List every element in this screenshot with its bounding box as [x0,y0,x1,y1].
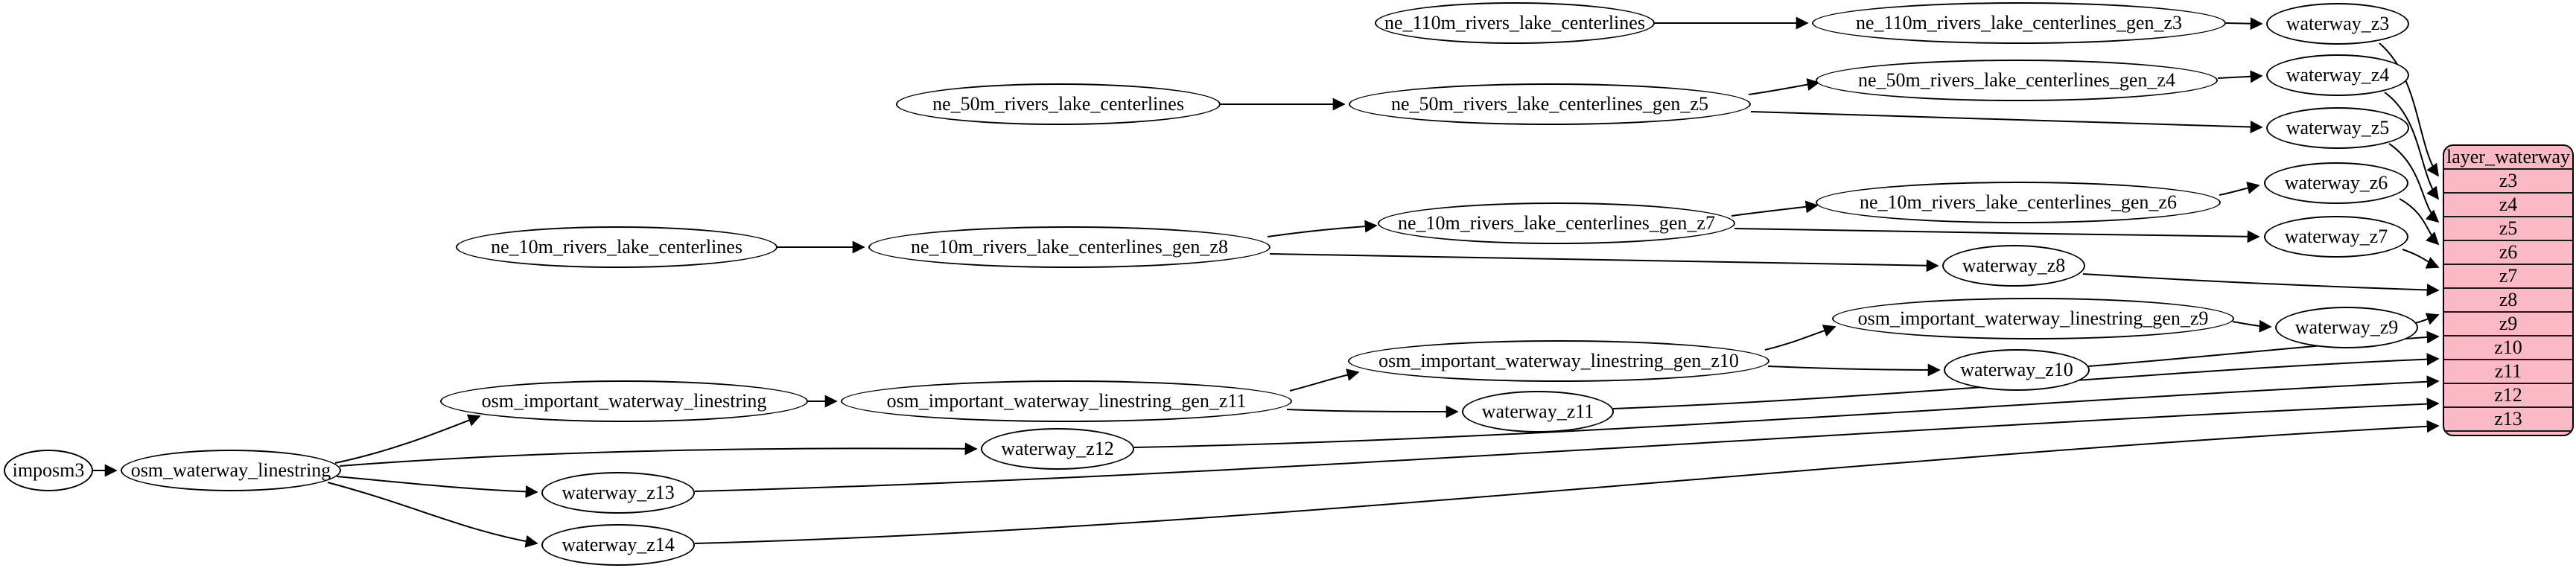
node-waterway-z5: waterway_z5 [2266,107,2409,149]
edge-gen_z11-to-gen_z10 [1289,368,1360,392]
node-osm-important-waterway-linestring-gen-z10: osm_important_waterway_linestring_gen_z1… [1348,340,1769,382]
layer-table-row-z10: z10 [2444,336,2572,360]
node-imposm3: imposm3 [4,450,93,491]
node-ne-50m-rivers-lake-centerlines: ne_50m_rivers_lake_centerlines [896,83,1221,125]
edge-waterway_z12-to-row_z12 [1133,375,2440,448]
layer-table-header: layer_waterway [2444,146,2572,170]
edge-gen_z9-to-waterway_z9 [2232,319,2272,333]
node-waterway-z12: waterway_z12 [981,428,1134,470]
layer-table-row-z13: z13 [2444,408,2572,432]
node-waterway-z7: waterway_z7 [2264,216,2408,258]
node-ne-10m-rivers-lake-centerlines-gen-z6: ne_10m_rivers_lake_centerlines_gen_z6 [1816,182,2221,223]
node-ne-10m-rivers-lake-centerlines-gen-z7: ne_10m_rivers_lake_centerlines_gen_z7 [1378,202,1735,244]
node-waterway-z10: waterway_z10 [1944,349,2090,391]
node-osm-important-waterway-linestring: osm_important_waterway_linestring [440,380,808,422]
node-ne-10m-rivers-lake-centerlines-gen-z8: ne_10m_rivers_lake_centerlines_gen_z8 [868,226,1270,268]
edge-waterway_z5-to-row_z5 [2388,143,2440,223]
edge-osm_waterway_linestring-to-waterway_z14 [327,482,538,548]
node-waterway-z11: waterway_z11 [1462,391,1614,433]
layer-table-row-z3: z3 [2444,170,2572,194]
edge-waterway_z4-to-row_z4 [2384,92,2440,200]
node-waterway-z4: waterway_z4 [2266,54,2409,96]
edge-gen_z11-to-waterway_z11 [1286,405,1459,418]
edge-waterway_z13-to-row_z13 [694,398,2440,492]
edge-osm_waterway_linestring-to-waterway_z13 [336,476,538,498]
edge-waterway_z8-to-row_z8 [2082,273,2440,296]
edge-gen_z7-to-waterway_z7 [1734,228,2260,243]
edge-gen_z7-to-gen_z6 [1731,200,1819,217]
layer-waterway-table: layer_waterway z3 z4 z5 z6 z7 z8 z9 z10 … [2443,144,2574,436]
node-osm-important-waterway-linestring-gen-z11: osm_important_waterway_linestring_gen_z1… [841,380,1292,422]
edge-waterway_z6-to-row_z6 [2399,198,2440,246]
layer-table-row-z11: z11 [2444,360,2572,384]
node-ne-50m-rivers-lake-centerlines-gen-z5: ne_50m_rivers_lake_centerlines_gen_z5 [1349,83,1751,125]
node-ne-50m-rivers-lake-centerlines-gen-z4: ne_50m_rivers_lake_centerlines_gen_z4 [1816,60,2218,101]
node-waterway-z8: waterway_z8 [1942,245,2085,287]
node-waterway-z14: waterway_z14 [541,524,695,566]
edge-gen_z10-to-waterway_z10 [1767,363,1941,377]
layer-table-row-z6: z6 [2444,241,2572,265]
node-ne-10m-rivers-lake-centerlines: ne_10m_rivers_lake_centerlines [456,226,777,268]
node-ne-110m-rivers-lake-centerlines-gen-z3: ne_110m_rivers_lake_centerlines_gen_z3 [1812,2,2226,44]
edge-gen_z8-to-gen_z7 [1267,220,1378,237]
edge-gen_z6-to-waterway_z6 [2219,182,2260,196]
layer-table-row-z14plus: z14+ [2444,432,2572,435]
edge-osm_waterway_linestring-to-waterway_z12 [339,442,978,467]
node-ne-110m-rivers-lake-centerlines: ne_110m_rivers_lake_centerlines [1375,2,1655,44]
node-waterway-z3: waterway_z3 [2266,3,2409,45]
layer-table-row-z5: z5 [2444,217,2572,241]
edge-gen_z3-to-waterway_z3 [2225,17,2263,31]
edge-gen_z8-to-waterway_z8 [1269,253,1939,272]
layer-table-row-z8: z8 [2444,289,2572,313]
edge-osm_waterway_linestring-to-osm_important_waterway_linestring [334,414,481,464]
edge-waterway_z14-to-row_z14 [694,420,2440,544]
edge-waterway_z9-to-row_z9 [2414,313,2440,325]
edge-gen_z4-to-waterway_z4 [2217,70,2263,83]
node-osm-waterway-linestring: osm_waterway_linestring [121,450,341,491]
node-waterway-z6: waterway_z6 [2264,162,2408,204]
node-waterway-z9: waterway_z9 [2275,307,2418,348]
node-waterway-z13: waterway_z13 [541,472,695,514]
layer-table-row-z12: z12 [2444,384,2572,408]
edge-waterway_z7-to-row_z7 [2402,249,2440,269]
edge-gen_z10-to-gen_z9 [1764,325,1836,351]
layer-table-row-z4: z4 [2444,194,2572,217]
edge-waterway_z3-to-row_z3 [2379,42,2439,177]
edge-gen_z5-to-waterway_z5 [1750,111,2263,134]
edge-gen_z5-to-gen_z4 [1748,78,1820,95]
node-osm-important-waterway-linestring-gen-z9: osm_important_waterway_linestring_gen_z9 [1832,298,2234,339]
layer-table-row-z7: z7 [2444,265,2572,289]
layer-table-row-z9: z9 [2444,313,2572,336]
